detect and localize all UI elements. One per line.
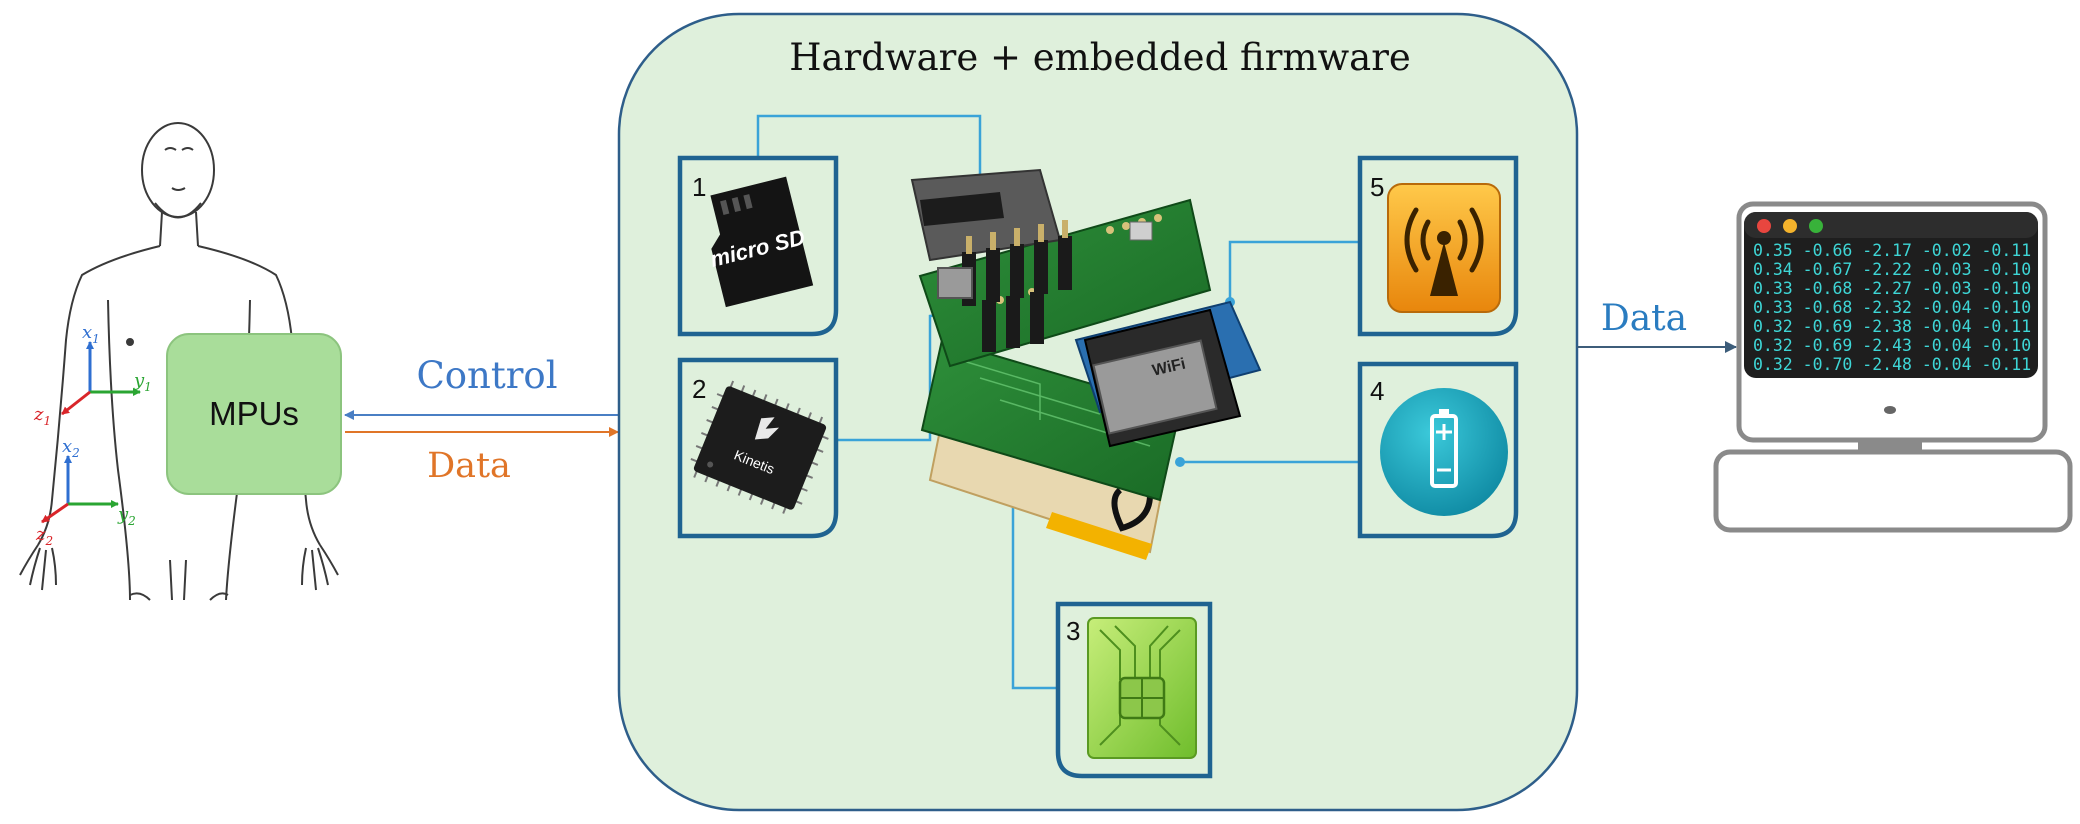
pcb-stack-illustration: WiFi <box>910 168 1262 560</box>
terminal-line: 0.32 -0.69 -2.38 -0.04 -0.11 <box>1753 317 2031 336</box>
monitor-screen <box>1744 212 2038 378</box>
axis-y1-label: y1 <box>133 370 152 394</box>
terminal-line: 0.32 -0.69 -2.43 -0.04 -0.10 <box>1753 336 2031 355</box>
data-arrow-to-computer: Data <box>1577 298 1737 353</box>
window-maximize-dot <box>1809 219 1823 233</box>
module-3-sim: 3 <box>1055 601 1213 779</box>
axis-x1-label: x1 <box>82 322 100 346</box>
sensor-frame-1: x1 y1 z1 <box>33 322 152 428</box>
terminal-line: 0.34 -0.67 -2.22 -0.03 -0.10 <box>1753 260 2031 279</box>
module-1-microsd: 1 micro SD <box>677 155 839 337</box>
axis-x2-label: x2 <box>62 436 80 460</box>
head-outline <box>141 122 215 218</box>
mpu-node: MPUs <box>166 333 342 495</box>
microsd-card-icon: micro SD <box>708 176 814 308</box>
axis-y2-label: y2 <box>117 504 136 528</box>
mpu-label: MPUs <box>209 395 299 432</box>
data-arrow-to-hardware: Data <box>345 427 619 486</box>
hardware-panel-title: Hardware + embedded firmware <box>789 36 1411 79</box>
keyboard-base <box>1713 449 2073 533</box>
data-label-left: Data <box>427 446 511 486</box>
module-4-battery: 4 <box>1357 361 1519 539</box>
module-5-number: 5 <box>1370 172 1384 202</box>
microcontroller-chip-icon: Kinetis <box>690 380 829 514</box>
axis-z1-label: z1 <box>33 404 51 428</box>
module-2-number: 2 <box>692 374 706 404</box>
module-5-wireless: 5 <box>1357 155 1519 337</box>
terminal-line: 0.35 -0.66 -2.17 -0.02 -0.11 <box>1753 241 2031 260</box>
control-arrow: Control <box>344 354 618 420</box>
control-label: Control <box>416 354 557 397</box>
monitor-stand <box>1858 440 1922 450</box>
sim-card-icon <box>1087 617 1197 759</box>
window-minimize-dot <box>1783 219 1797 233</box>
axis-z2-label: z2 <box>35 524 53 548</box>
terminal-line: 0.33 -0.68 -2.32 -0.04 -0.10 <box>1753 298 2031 317</box>
wireless-antenna-icon <box>1387 183 1501 313</box>
window-close-dot <box>1757 219 1771 233</box>
module-2-mcu: 2 Kinetis <box>677 357 839 539</box>
webcam-dot <box>1884 406 1896 414</box>
computer-illustration: 0.35 -0.66 -2.17 -0.02 -0.11 0.34 -0.67 … <box>1713 201 2073 533</box>
terminal-output: 0.35 -0.66 -2.17 -0.02 -0.11 0.34 -0.67 … <box>1753 241 2031 374</box>
terminal-line: 0.33 -0.68 -2.27 -0.03 -0.10 <box>1753 279 2031 298</box>
module-3-number: 3 <box>1066 616 1080 646</box>
terminal-line: 0.32 -0.70 -2.48 -0.04 -0.11 <box>1753 355 2031 374</box>
data-label-right: Data <box>1601 298 1687 339</box>
sensor-frame-2: x2 y2 z2 <box>35 436 136 548</box>
mpu-box <box>166 333 342 495</box>
battery-icon <box>1380 388 1508 516</box>
module-4-number: 4 <box>1370 376 1384 406</box>
module-1-number: 1 <box>692 172 706 202</box>
